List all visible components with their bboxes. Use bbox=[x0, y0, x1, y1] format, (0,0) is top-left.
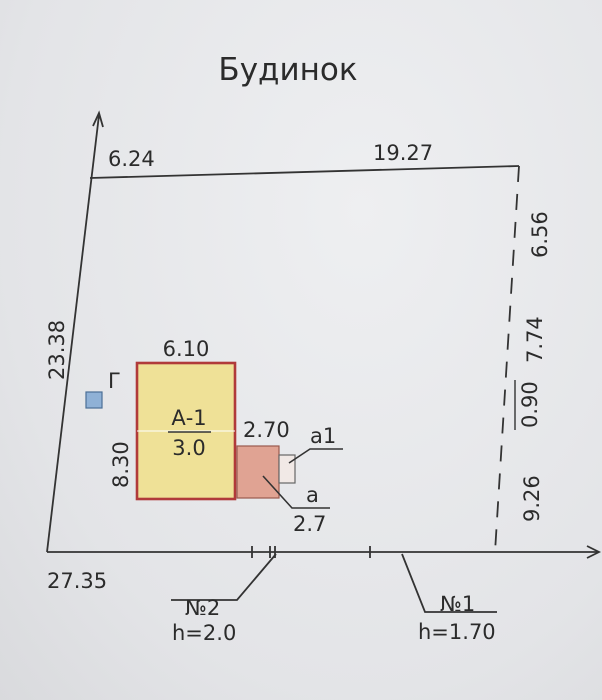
point-1-leader bbox=[401, 553, 497, 613]
boundary-right-dashed-line bbox=[494, 165, 520, 553]
annex-a1-label: а1 bbox=[310, 424, 336, 448]
annex-a-leader bbox=[262, 475, 330, 509]
annex-a-label: а bbox=[306, 483, 319, 507]
dim-bottom: 27.35 bbox=[47, 569, 107, 593]
annex-a1-leader bbox=[288, 448, 343, 464]
building-width: 6.10 bbox=[163, 337, 210, 361]
point-1-number: №1 bbox=[440, 592, 475, 616]
dim-right-2: 7.74 bbox=[523, 316, 547, 363]
annex-a1 bbox=[278, 454, 296, 484]
annex-a bbox=[236, 445, 280, 499]
dim-right-3: 0.90 bbox=[518, 381, 542, 428]
dim-top-right: 19.27 bbox=[373, 141, 433, 165]
building-id: А-1 bbox=[171, 406, 206, 430]
dim-right-4: 9.26 bbox=[520, 475, 544, 522]
boundary-lines bbox=[46, 110, 602, 613]
point-2-height: h=2.0 bbox=[172, 621, 236, 645]
boundary-top-line bbox=[89, 165, 520, 179]
building-floors: 3.0 bbox=[172, 436, 205, 460]
dim-top-left: 6.24 bbox=[108, 147, 155, 171]
plan-title: Будинок bbox=[218, 52, 357, 88]
point-2-leader bbox=[171, 553, 277, 601]
outbuilding-label: Г bbox=[108, 369, 121, 393]
point-2-number: №2 bbox=[185, 596, 220, 620]
point-1-height: h=1.70 bbox=[418, 620, 496, 644]
dim-right-1: 6.56 bbox=[528, 211, 552, 258]
boundary-left-line bbox=[46, 114, 100, 553]
boundary-bottom-arrowhead bbox=[586, 545, 602, 559]
building-depth: 8.30 bbox=[109, 441, 133, 488]
boundary-left-arrowhead bbox=[92, 110, 104, 128]
outbuilding-marker bbox=[85, 391, 103, 409]
dim-left: 23.38 bbox=[45, 320, 69, 380]
annex-width: 2.70 bbox=[243, 418, 290, 442]
annex-a-value: 2.7 bbox=[293, 512, 326, 536]
annex-leaders bbox=[262, 448, 343, 509]
